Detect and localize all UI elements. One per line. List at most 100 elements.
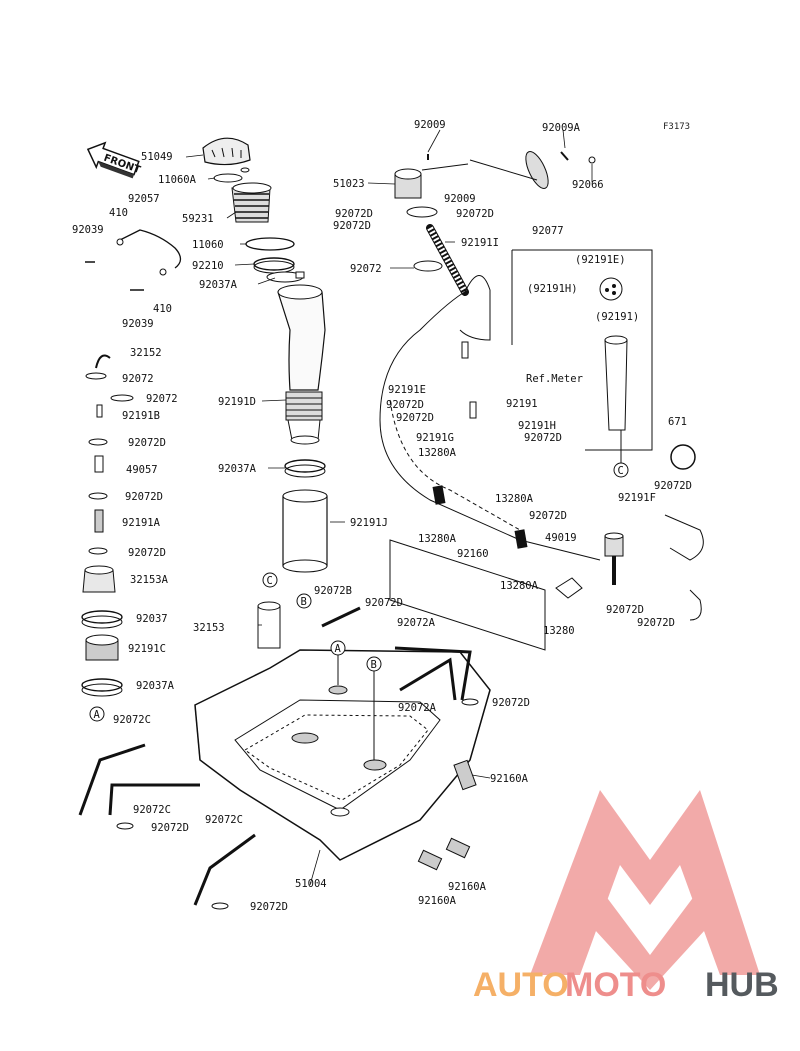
label-92072-a: 92072 — [122, 373, 154, 385]
label-92072d-13: 92072D — [524, 432, 562, 444]
label-51023: 51023 — [333, 178, 365, 190]
label-13280: 13280 — [543, 625, 575, 637]
left-hose-stack — [81, 354, 134, 697]
label-92191e-paren: (92191E) — [575, 254, 626, 266]
label-92037a-low: 92037A — [136, 680, 175, 692]
hoses-92072a — [321, 606, 472, 701]
label-92191-paren: (92191) — [595, 311, 639, 323]
label-92072c-1: 92072C — [113, 714, 151, 726]
bracket-13280 — [555, 577, 583, 599]
label-92072d-12: 92072D — [396, 412, 434, 424]
label-92072d-10: 92072D — [333, 220, 371, 232]
clamp-92037a-mid — [284, 459, 326, 478]
ref-meter-box — [511, 249, 653, 451]
label-92072c-2: 92072C — [133, 804, 171, 816]
watermark-moto: MOTO — [565, 966, 666, 1004]
label-92072d-3: 92072D — [128, 547, 166, 559]
label-ref-meter: Ref.Meter — [526, 373, 583, 385]
label-92210: 92210 — [192, 260, 224, 272]
front-arrow-icon: FRONT — [86, 141, 142, 179]
label-92191j: 92191J — [350, 517, 388, 529]
label-92039-a: 92039 — [72, 224, 104, 236]
label-92072d-11: 92072D — [386, 399, 424, 411]
fuel-tank-51004 — [194, 649, 491, 861]
label-59231: 59231 — [182, 213, 214, 225]
hoses-92072c — [78, 698, 479, 910]
label-92191h: 92191H — [518, 420, 556, 432]
svg-text:C: C — [618, 465, 624, 477]
label-92057: 92057 — [128, 193, 160, 205]
callout-a-tank: A — [330, 640, 346, 685]
label-92072d-14: 92072D — [654, 480, 692, 492]
callout-c-meter: C — [613, 430, 629, 478]
label-92072a-2: 92072A — [398, 702, 437, 714]
label-92072: 92072 — [350, 263, 382, 275]
label-11060a: 11060A — [158, 174, 197, 186]
label-92191a: 92191A — [122, 517, 161, 529]
label-92072d-2: 92072D — [125, 491, 163, 503]
label-92077: 92077 — [532, 225, 564, 237]
filler-cap — [202, 137, 251, 183]
label-92160a-3: 92160A — [418, 895, 457, 907]
part-labels: 51049 11060A 92057 410 92039 59231 11060… — [72, 119, 692, 913]
callout-a-legend: A — [89, 706, 105, 722]
strap-92057 — [85, 229, 182, 291]
label-410-a: 410 — [109, 207, 128, 219]
label-92072d-4: 92072D — [365, 597, 403, 609]
label-92191c: 92191C — [128, 643, 166, 655]
svg-text:A: A — [335, 643, 342, 655]
label-92072d-9: 92072D — [456, 208, 494, 220]
label-13280a-1: 13280A — [418, 447, 457, 459]
label-32152: 32152 — [130, 347, 162, 359]
label-11060: 11060 — [192, 239, 224, 251]
watermark-auto: AUTO — [473, 966, 569, 1004]
label-92039-b: 92039 — [122, 318, 154, 330]
label-92072d-17: 92072D — [637, 617, 675, 629]
label-92191d: 92191D — [218, 396, 256, 408]
label-92072d-15: 92072D — [529, 510, 567, 522]
label-92072b: 92072B — [314, 585, 352, 597]
label-92191: 92191 — [506, 398, 538, 410]
filler-neck-threaded — [231, 182, 272, 223]
label-32153: 32153 — [193, 622, 225, 634]
neck-32153 — [257, 601, 281, 649]
vent-hose-92191i — [413, 224, 469, 296]
label-13280a-2: 13280A — [495, 493, 534, 505]
clamp-92037a-top — [266, 271, 305, 283]
label-92191e: 92191E — [388, 384, 426, 396]
label-410-b: 410 — [153, 303, 172, 315]
label-92072d-16: 92072D — [606, 604, 644, 616]
label-51049: 51049 — [141, 151, 173, 163]
diagram-code: F3173 — [663, 122, 690, 132]
filler-hose-92191d — [277, 284, 326, 445]
label-13280a-4: 13280A — [500, 580, 539, 592]
label-92072d-5: 92072D — [492, 697, 530, 709]
label-92191f: 92191F — [618, 492, 656, 504]
callout-b-tank: B — [366, 656, 382, 760]
hose-92191j — [282, 489, 328, 573]
label-92009a: 92009A — [542, 122, 581, 134]
label-92066: 92066 — [572, 179, 604, 191]
watermark-hub: HUB — [705, 966, 779, 1004]
watermark-text: AUTO MOTO HUB — [473, 966, 779, 1004]
label-92072d-7: 92072D — [250, 901, 288, 913]
label-13280a-3: 13280A — [418, 533, 457, 545]
fuel-sender-51023 — [394, 154, 469, 218]
svg-text:A: A — [94, 709, 101, 721]
label-49019: 49019 — [545, 532, 577, 544]
leader-lines — [185, 129, 593, 886]
clamp-92210 — [253, 257, 295, 274]
svg-text:B: B — [371, 659, 377, 671]
callout-b-hose: B — [296, 593, 312, 609]
label-32153a: 32153A — [130, 574, 169, 586]
label-92191i: 92191I — [461, 237, 499, 249]
label-92009-mid: 92009 — [444, 193, 476, 205]
label-92160a-1: 92160A — [490, 773, 529, 785]
svg-text:B: B — [301, 596, 307, 608]
callout-c-neck: C — [262, 572, 278, 588]
label-92072d-1: 92072D — [128, 437, 166, 449]
o-ring-11060 — [245, 237, 295, 251]
label-92072a-1: 92072A — [397, 617, 436, 629]
